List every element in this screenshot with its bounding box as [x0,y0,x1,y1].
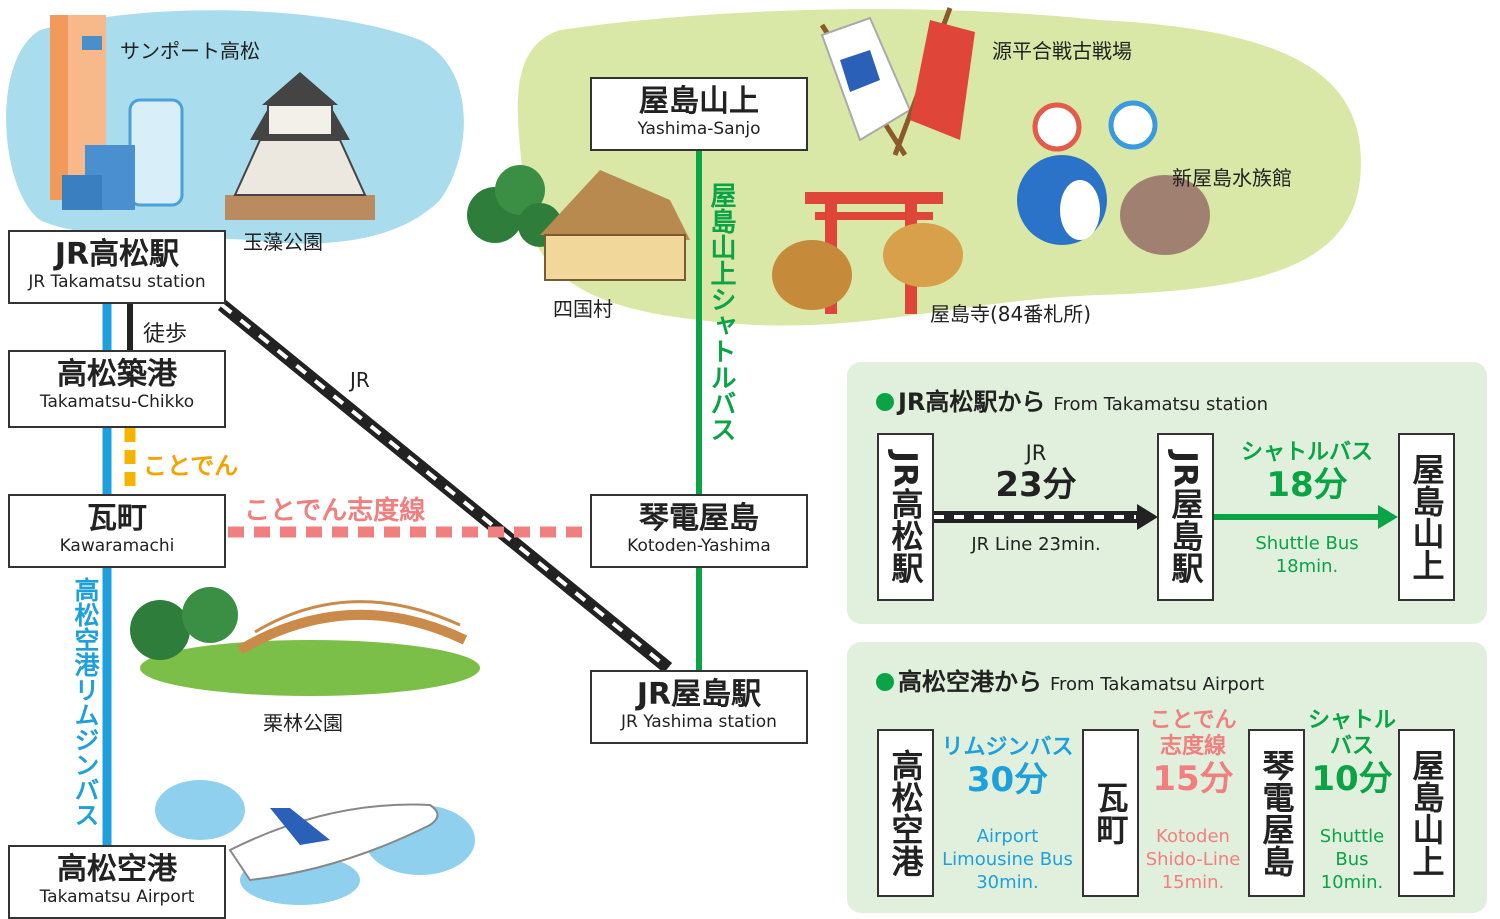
station-jr-takamatsu: JR高松駅 JR Takamatsu station [8,230,226,304]
route2-leg1-en2: Limousine Bus [942,849,1073,870]
route1-title-jp: JR高松駅から [898,388,1046,416]
route2-leg2-name2: 志度線 [1159,734,1226,759]
aquarium-animals-illustration [1017,100,1210,255]
station-kotoden-yashima: 琴電屋島 Kotoden-Yashima [590,494,808,568]
station-kawaramachi: 瓦町 Kawaramachi [8,494,226,568]
route2-leg1-name: リムジンバス [941,735,1074,760]
station-takamatsu-airport: 高松空港 Takamatsu Airport [8,845,226,919]
shido-line-label: ことでん志度線 [244,496,426,526]
route1-leg1-info: JR 23分 [936,440,1136,504]
station-name-jp: 高松空港 [57,852,177,887]
station-name-en: JR Yashima station [621,712,777,732]
station-name-jp: JR高松駅 [54,237,180,272]
limousine-bus-label: 高松空港リムジンバス [71,577,100,827]
route2-title: 高松空港から From Takamatsu Airport [876,662,1264,697]
shuttle-bus-label: 屋島山上シャトルバス [706,182,736,442]
route2-leg2-name1: ことでん [1149,708,1237,733]
shikokumura-label: 四国村 [553,297,613,321]
ritsurin-garden-illustration [130,587,480,696]
route2-leg2-en: Kotoden Shido-Line 15min. [1140,825,1246,894]
station-name-jp: 屋島山上 [639,84,759,119]
station-name-jp: 瓦町 [87,501,147,536]
tamamo-park-label: 玉藻公園 [243,230,323,254]
yashimaji-label: 屋島寺(84番札所) [930,302,1092,326]
route1-leg2-en2: 18min. [1275,556,1339,577]
route2-mid1-box: 瓦町 [1082,729,1139,897]
route1-leg2-en: Shuttle Bus 18min. [1216,532,1398,578]
sunport-tower-illustration [50,15,184,210]
route2-leg1-en3: 30min. [976,872,1039,893]
route2-leg2-en1: Kotoden [1156,826,1230,847]
route2-from-box: 高松空港 [877,729,934,897]
aquarium-label: 新屋島水族館 [1172,166,1292,190]
route1-leg2-info: シャトルバス 18分 [1216,440,1398,504]
bullet-icon [876,673,894,691]
route1-mid-box: JR屋島駅 [1157,433,1214,601]
station-jr-yashima: JR屋島駅 JR Yashima station [590,670,808,744]
route1-leg1-name: JR [1025,441,1047,465]
route2-title-en: From Takamatsu Airport [1050,674,1265,695]
jr-label: JR [350,368,370,392]
jr-line [217,299,673,674]
route2-leg1-time: 30分 [966,760,1049,800]
route2-leg3-en3: 10min. [1320,872,1384,893]
route1-from-box: JR高松駅 [877,433,934,601]
battle-flags-illustration [819,7,975,157]
route2-leg3-name1: シャトル [1307,708,1396,733]
kotoden-label: ことでん [143,452,239,480]
station-takamatsu-chikko: 高松築港 Takamatsu-Chikko [8,350,226,428]
route1-leg2-time: 18分 [1266,465,1348,505]
station-name-en: Kawaramachi [59,536,175,556]
route2-leg2-time: 15分 [1152,759,1234,799]
route1-leg1-time: 23分 [995,465,1077,505]
route2-leg2-en3: 15min. [1161,872,1225,893]
ritsurin-label: 栗林公園 [263,711,343,735]
route2-leg3-en1: Shuttle [1319,826,1385,847]
station-name-en: Takamatsu Airport [39,887,195,907]
shikokumura-house-illustration [467,165,690,281]
route1-leg2-name: シャトルバス [1240,440,1373,465]
route2-leg1-en1: Airport [976,826,1039,847]
route-panel-from-takamatsu-airport [847,642,1487,913]
battlefield-label: 源平合戦古戦場 [992,39,1132,63]
station-name-en: Kotoden-Yashima [627,536,771,556]
route2-leg3-time: 10分 [1311,759,1393,799]
tamamo-castle-illustration [225,72,375,220]
route1-to-box: 屋島山上 [1398,433,1455,601]
route2-leg3-en2: Bus [1335,849,1369,870]
route2-leg3-info: シャトル バス 10分 [1306,708,1398,798]
route2-leg3-en: Shuttle Bus 10min. [1306,825,1398,894]
walk-label: 徒歩 [143,322,188,347]
bullet-icon [876,393,894,411]
station-name-en: JR Takamatsu station [28,272,206,292]
route2-title-jp: 高松空港から [898,668,1042,696]
route2-leg3-name2: バス [1329,734,1374,759]
route1-leg1-en: JR Line 23min. [971,534,1101,555]
station-name-jp: 高松築港 [57,357,177,392]
station-yashima-sanjo: 屋島山上 Yashima-Sanjo [590,77,808,151]
station-name-en: Yashima-Sanjo [637,119,761,139]
route1-title-en: From Takamatsu station [1053,394,1268,415]
station-name-jp: 琴電屋島 [639,501,759,536]
station-name-en: Takamatsu-Chikko [39,392,195,412]
route1-title: JR高松駅から From Takamatsu station [876,382,1268,417]
route2-leg1-en: Airport Limousine Bus 30min. [935,825,1080,894]
airplane-illustration [155,780,475,905]
sunport-label: サンポート高松 [120,39,260,63]
route2-leg1-info: リムジンバス 30分 [935,735,1080,799]
station-name-jp: JR屋島駅 [636,677,762,712]
route2-to-box: 屋島山上 [1398,729,1455,897]
yashimaji-torii-illustration [772,192,963,314]
route2-leg2-en2: Shido-Line [1145,849,1241,870]
route1-leg2-en1: Shuttle Bus [1255,533,1359,554]
route2-leg2-info: ことでん 志度線 15分 [1140,708,1246,798]
route2-mid2-box: 琴電屋島 [1248,729,1305,897]
